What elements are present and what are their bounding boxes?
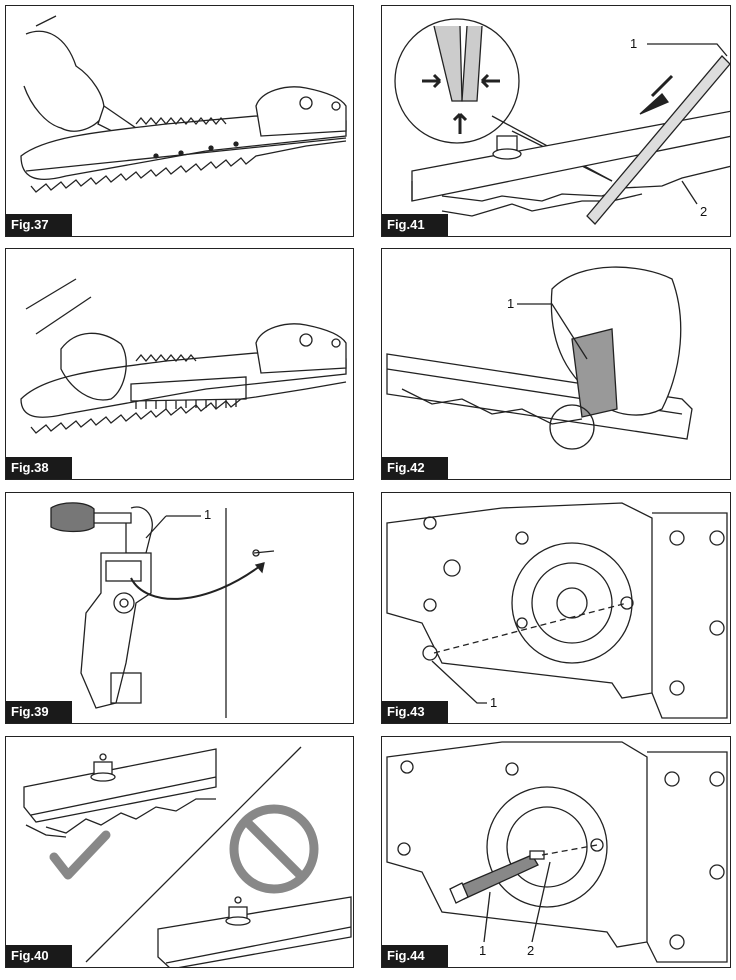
figure-42-panel: 1 Fig.42: [381, 248, 731, 480]
fig37-illustration: [20, 15, 347, 193]
figure-label: Fig.43: [382, 701, 448, 723]
figure-41-panel: 1 2 Fig.41: [381, 5, 731, 237]
figure-44-panel: 1 2 Fig.44: [381, 736, 731, 968]
figure-38-panel: Fig.38: [5, 248, 354, 480]
fig41-illustration: [394, 18, 730, 225]
figure-43-panel: 1 Fig.43: [381, 492, 731, 724]
fig44-illustration: [386, 741, 728, 963]
callout-1: 1: [490, 695, 498, 710]
fig42-illustration: [386, 266, 693, 450]
figure-39-panel: 1 Fig.39: [5, 492, 354, 724]
fig43-illustration: [386, 502, 728, 719]
callout-1: 1: [507, 296, 515, 311]
figure-label: Fig.41: [382, 214, 448, 236]
figure-label: Fig.44: [382, 945, 448, 967]
figure-label: Fig.40: [6, 945, 72, 967]
figure-40-panel: Fig.40: [5, 736, 354, 968]
callout-2: 2: [700, 204, 708, 219]
callout-1: 1: [630, 36, 638, 51]
callout-2: 2: [527, 943, 535, 958]
figure-label: Fig.37: [6, 214, 72, 236]
figure-37-panel: Fig.37: [5, 5, 354, 237]
figure-label: Fig.38: [6, 457, 72, 479]
fig38-illustration: [20, 278, 347, 434]
callout-1: 1: [204, 507, 212, 522]
fig40-illustration: [23, 746, 352, 967]
figure-label: Fig.39: [6, 701, 72, 723]
fig39-illustration: [50, 502, 275, 718]
figure-label: Fig.42: [382, 457, 448, 479]
callout-1: 1: [479, 943, 487, 958]
